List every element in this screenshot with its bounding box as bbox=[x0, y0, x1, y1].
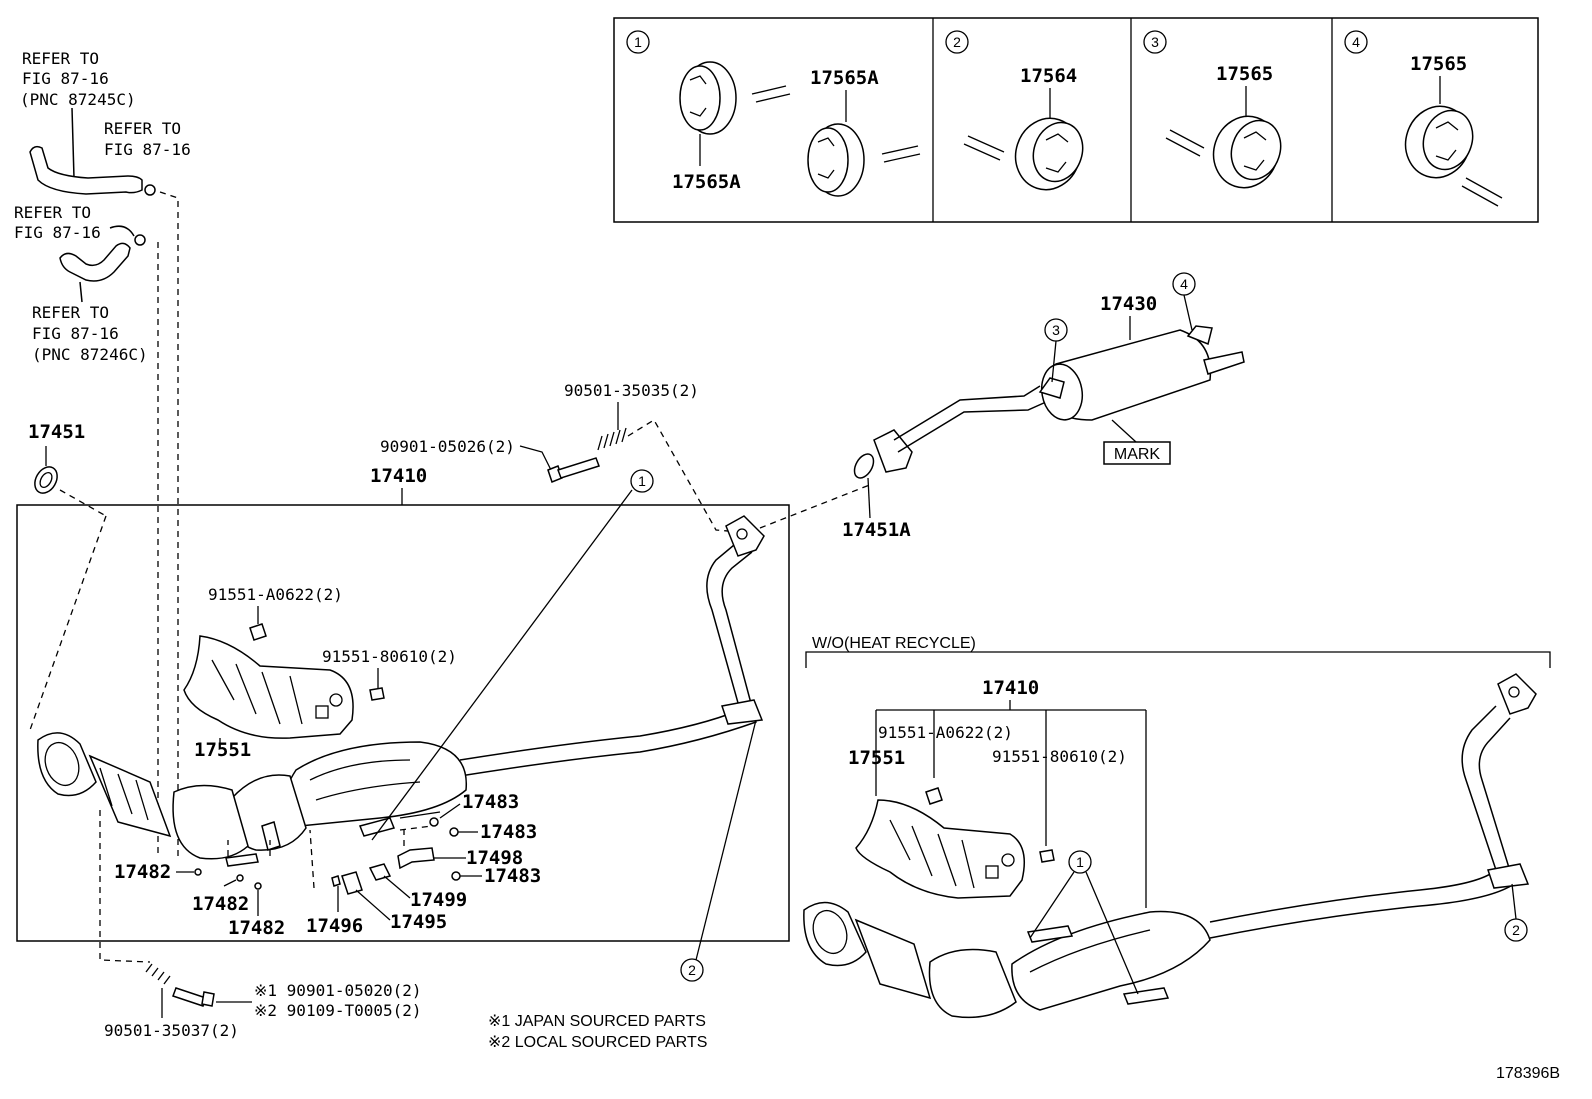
refer-note-line: REFER TO bbox=[14, 203, 91, 222]
footnote-japan: ※1 JAPAN SOURCED PARTS bbox=[488, 1013, 706, 1030]
refer-note-line: FIG 87-16 bbox=[32, 324, 119, 343]
refer-note-line: FIG 87-16 bbox=[104, 140, 191, 159]
alt-front-pipe-assembly bbox=[803, 673, 1537, 1019]
heat-insulator-17551 bbox=[183, 635, 354, 739]
refer-note-second: REFER TO FIG 87-16 bbox=[104, 119, 191, 159]
refer-note-line: REFER TO bbox=[32, 303, 109, 322]
callout-number: 4 bbox=[1352, 34, 1360, 50]
callout-number: 3 bbox=[1151, 34, 1159, 50]
part-label-90501-35037: 90501-35037(2) bbox=[104, 1021, 239, 1040]
gasket-17451 bbox=[34, 466, 58, 494]
part-label-17483-a: 17483 bbox=[462, 791, 519, 813]
alt-part-label-17410: 17410 bbox=[982, 677, 1039, 699]
part-label: 17565 bbox=[1410, 53, 1467, 75]
part-label-17483-c: 17483 bbox=[484, 865, 541, 887]
part-label-17551: 17551 bbox=[194, 739, 251, 761]
part-label-17451A: 17451A bbox=[842, 519, 911, 541]
hose-upper bbox=[29, 107, 156, 196]
part-label-17482-c: 17482 bbox=[228, 917, 285, 939]
part-label-90109-T0005: ※2 90109-T0005(2) bbox=[254, 1001, 422, 1020]
spring-90501-35037 bbox=[145, 963, 171, 985]
part-label-17496: 17496 bbox=[306, 915, 363, 937]
bolt-90901-05026 bbox=[547, 457, 600, 483]
rubber-hanger-17565-b bbox=[1404, 105, 1474, 179]
callout-number: 1 bbox=[634, 34, 642, 50]
part-label-17410: 17410 bbox=[370, 465, 427, 487]
callout-number: 1 bbox=[638, 473, 646, 489]
refer-note-top: REFER TO FIG 87-16 (PNC 87245C) bbox=[20, 49, 136, 109]
bolt-90901-05020 bbox=[172, 987, 215, 1007]
hose-lower bbox=[59, 225, 146, 303]
callout-number: 4 bbox=[1180, 276, 1188, 292]
rubber-hanger-17565-a bbox=[1212, 115, 1282, 189]
refer-note-line: FIG 87-16 bbox=[14, 223, 101, 242]
part-label: 17565A bbox=[672, 171, 741, 193]
refer-note-line: FIG 87-16 bbox=[22, 69, 109, 88]
mark-label: MARK bbox=[1114, 446, 1161, 463]
callout-number: 2 bbox=[688, 962, 696, 978]
part-label-91551-80610: 91551-80610(2) bbox=[322, 647, 457, 666]
part-label-90901-05026: 90901-05026(2) bbox=[380, 437, 515, 456]
rubber-hanger-17565A-left bbox=[679, 61, 737, 135]
bolt-91551-80610 bbox=[369, 687, 385, 701]
part-label-90501-35035: 90501-35035(2) bbox=[564, 381, 699, 400]
figure-id: 178396B bbox=[1496, 1065, 1560, 1082]
refer-note-line: REFER TO bbox=[104, 119, 181, 138]
callout-number: 2 bbox=[1512, 922, 1520, 938]
part-label-17483-b: 17483 bbox=[480, 821, 537, 843]
part-label-17451: 17451 bbox=[28, 421, 85, 443]
part-label-90901-05020: ※1 90901-05020(2) bbox=[254, 981, 422, 1000]
part-label-17482-a: 17482 bbox=[114, 861, 171, 883]
refer-note-bottom: REFER TO FIG 87-16 (PNC 87246C) bbox=[32, 303, 148, 364]
footnote-local: ※2 LOCAL SOURCED PARTS bbox=[488, 1034, 707, 1051]
part-label-17430: 17430 bbox=[1100, 293, 1157, 315]
part-label-91551-A0622: 91551-A0622(2) bbox=[208, 585, 343, 604]
hanger-cell-4: 4 17565 bbox=[1344, 30, 1503, 207]
spring-90501-35035 bbox=[597, 427, 627, 451]
refer-note-line: (PNC 87246C) bbox=[32, 345, 148, 364]
hanger-cell-3: 3 17565 bbox=[1143, 30, 1282, 189]
alt-section-title: W/O(HEAT RECYCLE) bbox=[812, 635, 976, 652]
front-pipe-assembly bbox=[37, 515, 765, 860]
part-label: 17565A bbox=[810, 67, 879, 89]
callout-number: 3 bbox=[1052, 322, 1060, 338]
gasket-17451A bbox=[853, 453, 875, 479]
part-label-17482-b: 17482 bbox=[192, 893, 249, 915]
mark-box bbox=[1103, 441, 1171, 465]
part-label-17499: 17499 bbox=[410, 889, 467, 911]
tail-pipe-17430 bbox=[873, 325, 1245, 473]
refer-note-third: REFER TO FIG 87-16 bbox=[14, 203, 101, 242]
rubber-hanger-17564 bbox=[1014, 117, 1084, 191]
part-label: 17565 bbox=[1216, 63, 1273, 85]
assembly-17410-box bbox=[16, 504, 790, 942]
alt-part-label-91551-80610: 91551-80610(2) bbox=[992, 747, 1127, 766]
part-label-17495: 17495 bbox=[390, 911, 447, 933]
hanger-cell-2: 2 17564 bbox=[945, 30, 1084, 191]
bolt-91551-A0622 bbox=[249, 623, 267, 641]
part-label-17498: 17498 bbox=[466, 847, 523, 869]
alt-part-label-17551: 17551 bbox=[848, 747, 905, 769]
refer-note-line: REFER TO bbox=[22, 49, 99, 68]
callout-number: 1 bbox=[1076, 854, 1084, 870]
rubber-hanger-17565A-right bbox=[807, 123, 865, 197]
hanger-cell-1: 1 17565A 17565A bbox=[626, 30, 921, 197]
hanger-panel: 1 17565A 17565A 2 17564 bbox=[613, 17, 1539, 223]
alt-part-label-91551-A0622: 91551-A0622(2) bbox=[878, 723, 1013, 742]
callout-number: 2 bbox=[953, 34, 961, 50]
refer-note-line: (PNC 87245C) bbox=[20, 90, 136, 109]
part-label: 17564 bbox=[1020, 65, 1077, 87]
